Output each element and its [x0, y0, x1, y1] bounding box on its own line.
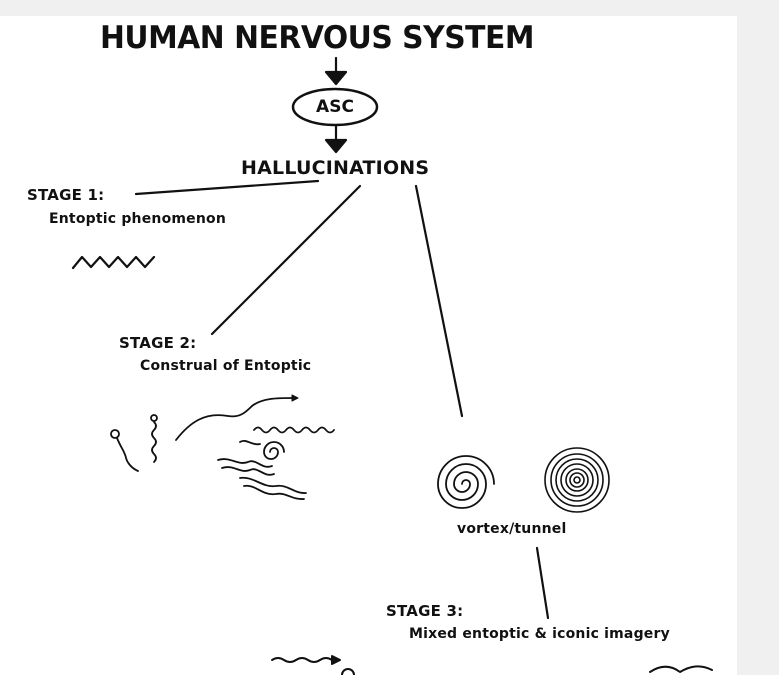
zigzag-entoptic [71, 255, 156, 270]
stage1-heading: STAGE 1: [27, 186, 105, 204]
arrow-asc-to-hallucinations [324, 123, 348, 154]
diagram-title: HUMAN NERVOUS SYSTEM [100, 20, 534, 56]
stage3-imagery [271, 655, 713, 675]
stage1-caption: Entoptic phenomenon [49, 211, 227, 227]
diagram-sheet [0, 16, 737, 675]
line-to-stage2 [210, 184, 362, 336]
vortex-tunnel-label: vortex/tunnel [457, 521, 567, 537]
line-to-stage3 [535, 546, 550, 620]
arrow-title-to-asc [324, 56, 348, 86]
asc-label: ASC [316, 97, 354, 117]
stage2-caption: Construal of Entoptic [140, 358, 312, 374]
stage3-heading: STAGE 3: [386, 602, 464, 620]
construal-squiggles [110, 394, 335, 500]
line-to-vortex [414, 184, 464, 418]
hallucinations-label: HALLUCINATIONS [241, 157, 430, 179]
line-to-stage1 [134, 179, 320, 196]
stage2-heading: STAGE 2: [119, 334, 197, 352]
tunnel-concentric [544, 447, 610, 513]
vortex-spiral [437, 455, 495, 509]
stage3-caption: Mixed entoptic & iconic imagery [409, 626, 670, 642]
